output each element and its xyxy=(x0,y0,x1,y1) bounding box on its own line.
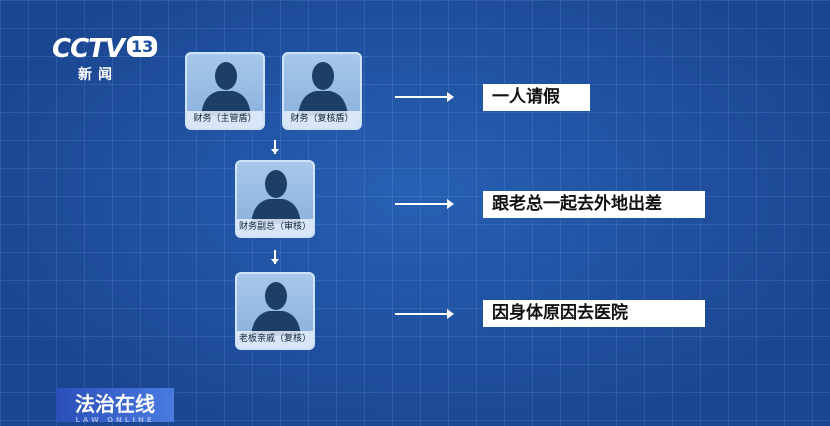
person-label: 财务（主管盾） xyxy=(187,111,263,128)
program-logo: 法治在线 LAW ONLINE xyxy=(56,388,174,424)
person-silhouette-icon xyxy=(251,170,301,224)
reason-tag: 一人请假 xyxy=(483,84,590,111)
person-card: 财务（主管盾） xyxy=(185,52,265,130)
person-silhouette-icon xyxy=(201,62,251,116)
person-card: 老板亲戚（复核） xyxy=(235,272,315,350)
right-arrow-icon xyxy=(395,309,454,319)
person-label: 财务副总（审核） xyxy=(237,219,313,236)
channel-number: 13 xyxy=(127,36,158,57)
person-card: 财务（复核盾） xyxy=(282,52,362,130)
person-silhouette-icon xyxy=(251,282,301,336)
reason-tag: 跟老总一起去外地出差 xyxy=(483,191,705,218)
person-label: 老板亲戚（复核） xyxy=(237,331,313,348)
program-subtitle: LAW ONLINE xyxy=(75,416,155,424)
person-label: 财务（复核盾） xyxy=(284,111,360,128)
right-arrow-icon xyxy=(395,92,454,102)
channel-name: 新闻 xyxy=(78,67,118,83)
down-arrow-icon xyxy=(271,140,279,154)
down-arrow-icon xyxy=(271,250,279,264)
reason-tag: 因身体原因去医院 xyxy=(483,300,705,327)
right-arrow-icon xyxy=(395,199,454,209)
channel-brand: CCTV xyxy=(52,34,125,64)
person-silhouette-icon xyxy=(298,62,348,116)
program-title: 法治在线 xyxy=(75,392,155,416)
person-card: 财务副总（审核） xyxy=(235,160,315,238)
